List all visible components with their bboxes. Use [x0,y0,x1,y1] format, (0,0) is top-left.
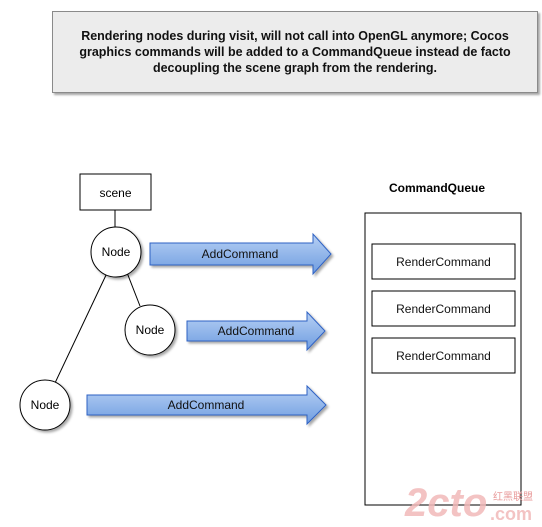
node-label: Node [136,323,165,337]
watermark-text: 2cto [404,481,487,525]
add-command-arrow-3: AddCommand [86,384,327,426]
watermark-domain: .com [490,504,532,524]
arrow-label: AddCommand [168,398,245,412]
arrow-label: AddCommand [202,247,279,261]
watermark-logo: 2cto 红黑联盟 .com [404,481,533,525]
command-queue-title: CommandQueue [389,181,485,195]
add-command-arrow-2: AddCommand [186,310,326,352]
render-command-label: RenderCommand [396,302,491,316]
render-command-1: RenderCommand [371,243,516,280]
render-command-label: RenderCommand [396,255,491,269]
watermark-cn: 红黑联盟 [493,490,533,503]
node-label: Node [31,398,60,412]
render-command-label: RenderCommand [396,349,491,363]
edge-node1-node2 [125,269,141,307]
arrow-label: AddCommand [218,324,295,338]
tree-node-root: Node [90,226,142,278]
scene-label: scene [99,186,131,200]
description-note: Rendering nodes during visit, will not c… [52,11,538,93]
add-command-arrow-1: AddCommand [149,232,332,276]
edge-node1-node3 [54,272,108,384]
description-text: Rendering nodes during visit, will not c… [79,29,511,75]
scene-box: scene [79,173,152,211]
render-command-2: RenderCommand [371,290,516,327]
node-label: Node [102,245,131,259]
render-command-3: RenderCommand [371,337,516,374]
tree-node-leaf: Node [19,379,71,431]
tree-node-child: Node [124,304,176,356]
